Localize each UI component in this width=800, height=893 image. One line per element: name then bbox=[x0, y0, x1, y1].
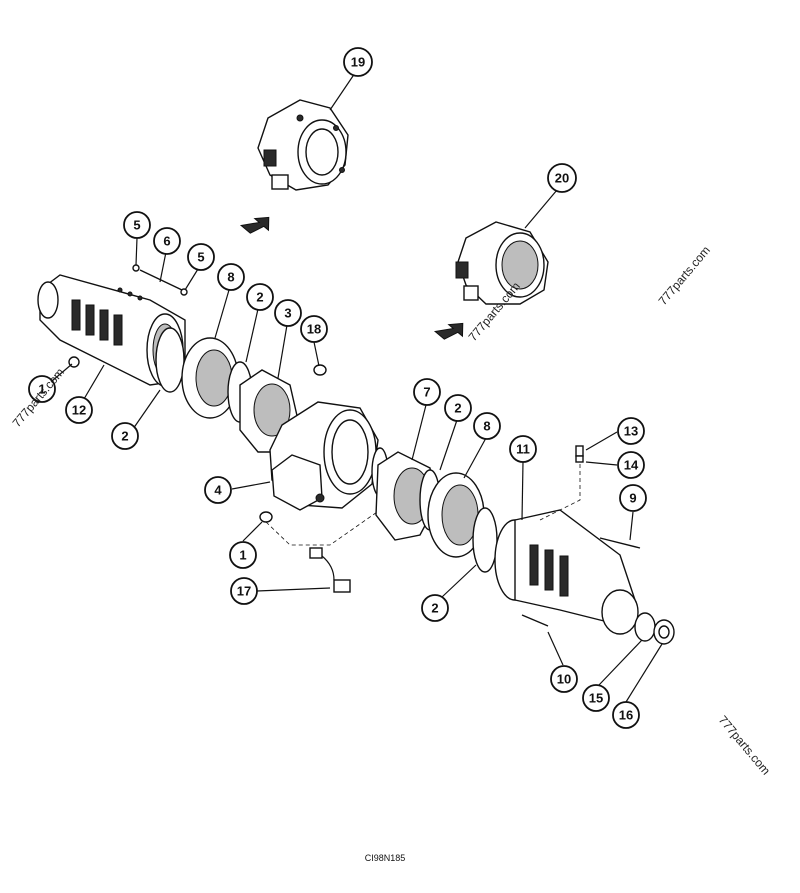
callout-16: 16 bbox=[612, 701, 640, 729]
callout-15: 15 bbox=[582, 684, 610, 712]
svg-text:9: 9 bbox=[629, 491, 636, 506]
callout-5: 5 bbox=[123, 211, 151, 239]
svg-text:12: 12 bbox=[72, 403, 86, 418]
svg-text:19: 19 bbox=[351, 55, 365, 70]
callout-3: 3 bbox=[274, 299, 302, 327]
part-18-plug bbox=[313, 364, 327, 376]
part-19-carrier-housing bbox=[257, 99, 349, 191]
callout-2: 2 bbox=[421, 594, 449, 622]
watermark-text: 777parts.com bbox=[716, 713, 773, 778]
callout-14: 14 bbox=[617, 451, 645, 479]
svg-text:18: 18 bbox=[307, 322, 321, 337]
svg-text:8: 8 bbox=[483, 419, 490, 434]
callout-1: 1 bbox=[229, 541, 257, 569]
callout-19: 19 bbox=[343, 47, 373, 77]
part-13-fitting bbox=[575, 445, 584, 457]
svg-text:20: 20 bbox=[555, 171, 569, 186]
svg-text:1: 1 bbox=[38, 382, 45, 397]
callout-8: 8 bbox=[217, 263, 245, 291]
svg-text:8: 8 bbox=[227, 270, 234, 285]
callout-20: 20 bbox=[547, 163, 577, 193]
part-20-ring-housing bbox=[455, 221, 549, 305]
svg-text:1: 1 bbox=[239, 548, 246, 563]
callout-11: 11 bbox=[509, 435, 537, 463]
svg-text:2: 2 bbox=[256, 290, 263, 305]
watermark-text: 777parts.com bbox=[656, 243, 713, 308]
arrow-icon bbox=[239, 216, 270, 234]
svg-text:2: 2 bbox=[431, 601, 438, 616]
part-14-fitting bbox=[575, 455, 584, 463]
svg-text:15: 15 bbox=[589, 691, 603, 706]
svg-text:2: 2 bbox=[121, 429, 128, 444]
part-10-bolt bbox=[521, 614, 549, 627]
callout-10: 10 bbox=[550, 665, 578, 693]
svg-text:4: 4 bbox=[214, 483, 222, 498]
callout-5: 5 bbox=[187, 243, 215, 271]
callout-12: 12 bbox=[65, 396, 93, 424]
svg-text:6: 6 bbox=[163, 234, 170, 249]
callout-8: 8 bbox=[473, 412, 501, 440]
callout-2: 2 bbox=[111, 422, 139, 450]
svg-text:3: 3 bbox=[284, 306, 291, 321]
callout-17: 17 bbox=[230, 577, 258, 605]
part-8-ring-gear-left bbox=[181, 337, 239, 419]
part-2-seal-ring bbox=[155, 327, 185, 393]
watermark-text: 777parts.com bbox=[10, 365, 67, 430]
part-9-bolt bbox=[599, 537, 641, 549]
callout-1: 1 bbox=[28, 375, 56, 403]
part-17-sensor bbox=[309, 547, 351, 593]
callout-6: 6 bbox=[153, 227, 181, 255]
svg-text:10: 10 bbox=[557, 672, 571, 687]
callout-2: 2 bbox=[444, 394, 472, 422]
svg-text:7: 7 bbox=[423, 385, 430, 400]
callout-7: 7 bbox=[413, 378, 441, 406]
part-5-pin-end bbox=[132, 264, 140, 272]
svg-text:5: 5 bbox=[197, 250, 204, 265]
part-15-seal bbox=[634, 612, 656, 642]
callout-9: 9 bbox=[619, 484, 647, 512]
part-5-pin-end bbox=[180, 288, 188, 296]
svg-text:13: 13 bbox=[624, 424, 638, 439]
leader-lines bbox=[51, 72, 663, 703]
callout-13: 13 bbox=[617, 417, 645, 445]
part-2-seal-ring bbox=[472, 507, 498, 573]
svg-text:17: 17 bbox=[237, 584, 251, 599]
callout-18: 18 bbox=[300, 315, 328, 343]
svg-text:16: 16 bbox=[619, 708, 633, 723]
figure-code: CI98N185 bbox=[365, 853, 406, 863]
callout-4: 4 bbox=[204, 476, 232, 504]
svg-text:11: 11 bbox=[516, 442, 530, 457]
svg-text:5: 5 bbox=[133, 218, 140, 233]
svg-text:14: 14 bbox=[624, 458, 639, 473]
part-8-ring-gear-right bbox=[427, 472, 485, 558]
svg-text:2: 2 bbox=[454, 401, 461, 416]
part-1-plug bbox=[259, 511, 273, 523]
callout-2: 2 bbox=[246, 283, 274, 311]
part-4-center-housing bbox=[269, 401, 379, 511]
part-11-right-axle-housing bbox=[494, 509, 639, 635]
arrow-icon bbox=[433, 322, 464, 340]
